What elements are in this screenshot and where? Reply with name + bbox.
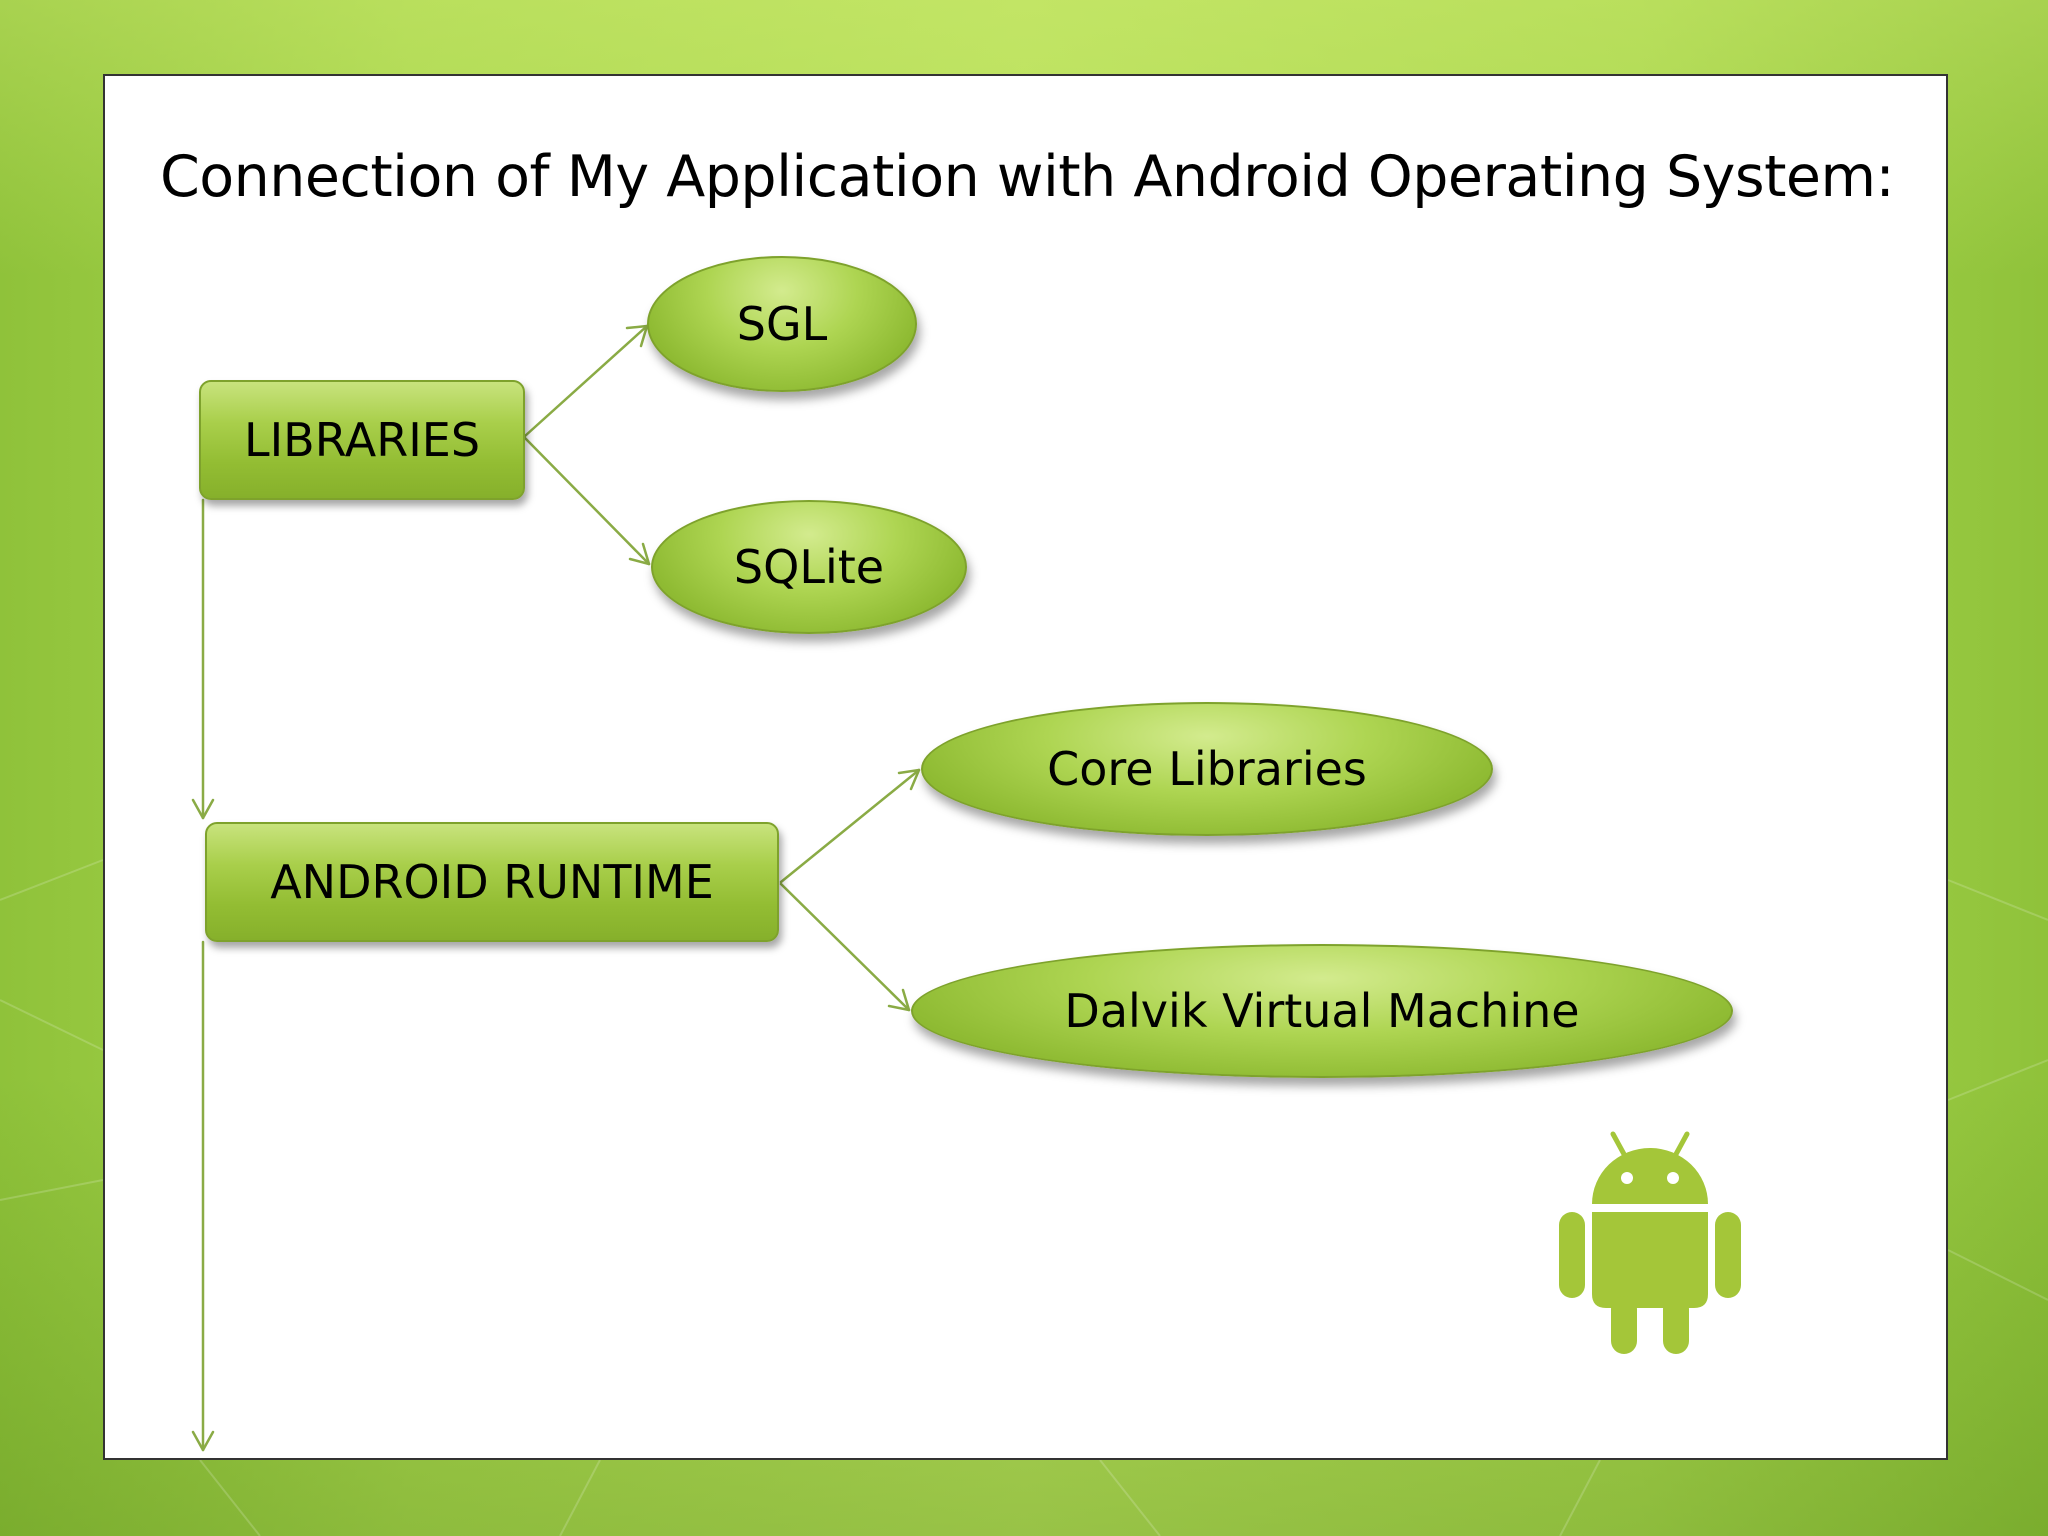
arrowhead-core [897,768,921,791]
node-dalvik-label: Dalvik Virtual Machine [1064,984,1580,1038]
node-dalvik: Dalvik Virtual Machine [911,944,1733,1078]
node-libraries-label: LIBRARIES [243,413,481,467]
node-core-libraries-label: Core Libraries [1047,742,1367,796]
node-sqlite: SQLite [651,500,967,634]
node-libraries: LIBRARIES [199,380,525,500]
arrowhead-runtime [191,798,215,820]
slide-panel: Connection of My Application with Androi… [103,74,1948,1460]
connector-libraries-sqlite [523,436,651,566]
node-sqlite-label: SQLite [733,540,885,594]
node-sgl-label: SGL [736,297,828,351]
connector-libraries-sgl [523,324,649,438]
connector-runtime-dalvik [779,882,911,1012]
android-robot-icon [1559,1131,1741,1354]
node-android-runtime-label: ANDROID RUNTIME [270,855,714,909]
arrowhead-sqlite [628,542,651,566]
slide-title: Connection of My Application with Androi… [160,144,1895,210]
node-core-libraries: Core Libraries [921,702,1493,836]
arrowhead-sgl [625,324,649,348]
node-android-runtime: ANDROID RUNTIME [205,822,779,942]
arrowhead-dalvik [887,988,911,1012]
connector-runtime-core [779,768,921,884]
arrowhead-down [191,1430,215,1452]
node-sgl: SGL [647,256,917,392]
